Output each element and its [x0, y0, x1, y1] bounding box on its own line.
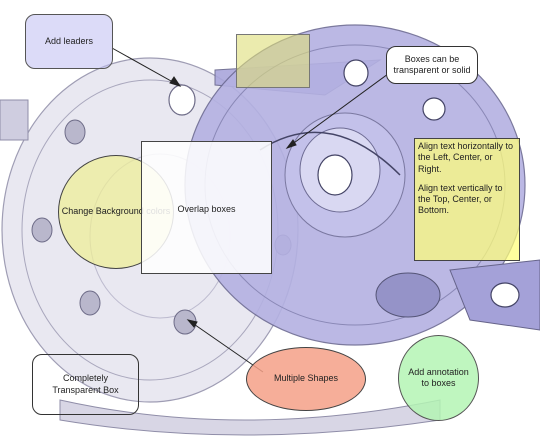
transparent-box-text: Completely Transparent Box — [52, 373, 119, 395]
leader-arrowhead-multiple-shapes — [186, 319, 198, 328]
leader-arrowhead-add-leaders — [169, 76, 182, 87]
leader-line-multiple-shapes — [187, 319, 264, 373]
overlap-boxes-text: Overlap boxes — [177, 204, 236, 214]
add-leaders-box[interactable]: Add leaders — [25, 14, 113, 69]
multiple-shapes-ellipse[interactable]: Multiple Shapes — [246, 347, 366, 411]
leader-line-boxes-transparent — [286, 73, 389, 149]
olive-square-box[interactable] — [236, 34, 310, 88]
leader-lines — [111, 47, 389, 373]
boxes-transparent-callout[interactable]: Boxes can be transparent or solid — [386, 46, 478, 84]
leader-line-add-leaders — [111, 47, 181, 87]
align-text-note[interactable]: Align text horizontally to the Left, Cen… — [414, 138, 520, 261]
align-text-vertical: Align text vertically to the Top, Center… — [418, 182, 503, 216]
change-background-text: Change Background colors — [61, 206, 171, 217]
multiple-shapes-text: Multiple Shapes — [273, 373, 339, 384]
boxes-transparent-text: Boxes can be transparent or solid — [393, 53, 471, 75]
leader-arrowhead-boxes-transparent — [285, 139, 297, 149]
add-annotation-text: Add annotation to boxes — [408, 366, 469, 388]
align-text-horizontal: Align text horizontally to the Left, Cen… — [418, 141, 514, 174]
transparent-box[interactable]: Completely Transparent Box — [32, 354, 139, 415]
overlap-boxes-box[interactable]: Overlap boxes — [141, 141, 272, 274]
add-annotation-ellipse[interactable]: Add annotation to boxes — [398, 335, 479, 421]
add-leaders-text: Add leaders — [44, 35, 94, 46]
